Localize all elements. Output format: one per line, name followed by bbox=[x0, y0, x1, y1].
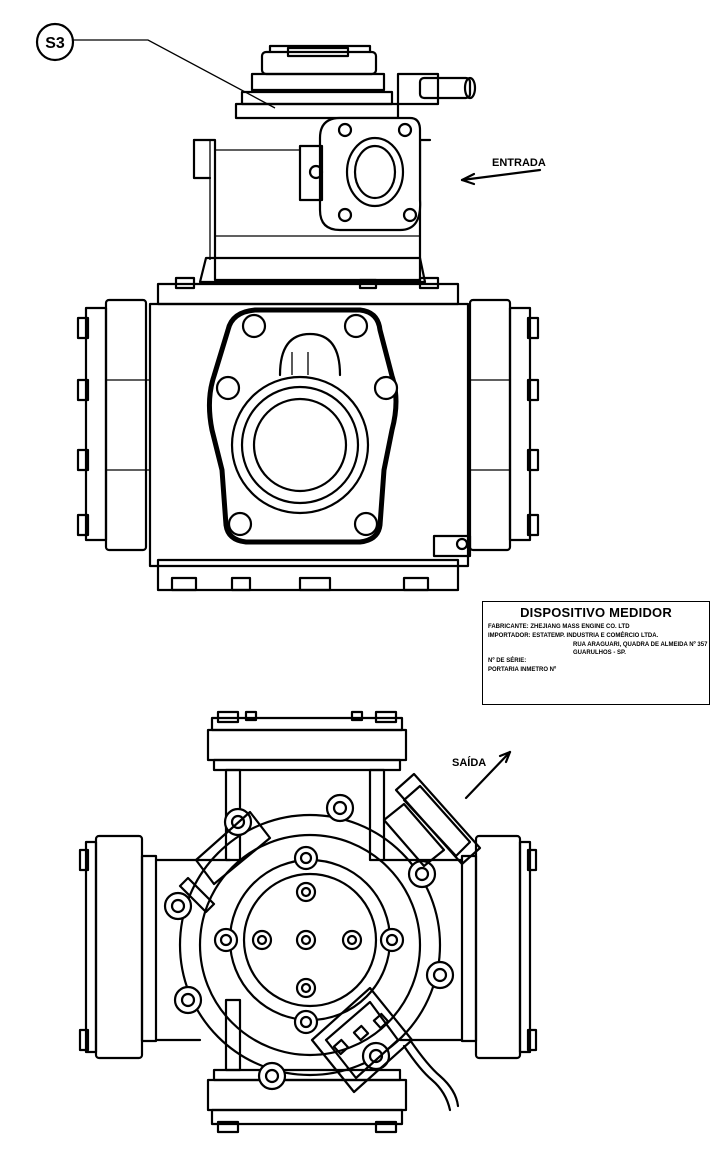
nameplate-title: DISPOSITIVO MEDIDOR bbox=[520, 605, 672, 620]
nameplate-serial: Nº DE SÉRIE: bbox=[488, 658, 527, 664]
callout-label: S3 bbox=[45, 35, 65, 52]
plan-view: SAÍDA bbox=[78, 710, 538, 1134]
front-elevation-view: ENTRADA bbox=[76, 44, 546, 592]
nameplate-portaria: PORTARIA INMETRO Nº bbox=[488, 667, 557, 673]
nameplate-address-2: GUARULHOS - SP. bbox=[573, 650, 626, 656]
callout-leader-line bbox=[73, 39, 276, 109]
nameplate-manufacturer: FABRICANTE: ZHEJIANG MASS ENGINE CO. LTD bbox=[488, 624, 630, 630]
nameplate-importer: IMPORTADOR: ESTATEMP. INDUSTRIA E COMÉRC… bbox=[488, 633, 659, 639]
outlet-label: SAÍDA bbox=[452, 756, 486, 769]
callout-circle bbox=[35, 22, 75, 62]
nameplate-address-1: RUA ARAGUARI, QUADRA DE ALMEIDA Nº 357 bbox=[573, 642, 708, 648]
callout-s3: S3 bbox=[35, 22, 276, 109]
inlet-label: ENTRADA bbox=[492, 157, 546, 169]
nameplate: DISPOSITIVO MEDIDOR FABRICANTE: ZHEJIANG… bbox=[482, 601, 710, 705]
